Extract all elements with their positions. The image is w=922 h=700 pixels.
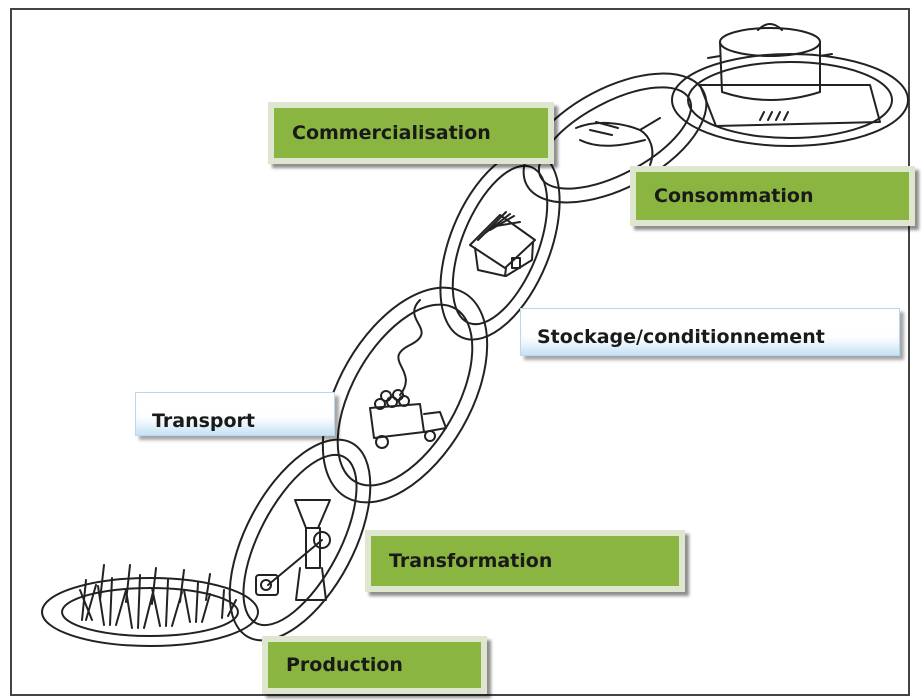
hands-exchange-icon bbox=[575, 117, 661, 166]
label-consommation: Consommation bbox=[630, 166, 915, 226]
label-stockage: Stockage/conditionnement bbox=[520, 308, 900, 356]
truck-icon bbox=[369, 299, 447, 449]
cooking-pot-icon bbox=[671, 23, 909, 147]
mill-icon bbox=[255, 499, 331, 601]
chain-link-production bbox=[228, 438, 372, 642]
label-commercialisation: Commercialisation bbox=[268, 102, 554, 164]
label-transformation: Transformation bbox=[365, 530, 685, 592]
label-transport: Transport bbox=[135, 392, 335, 436]
rice-field-icon bbox=[41, 564, 259, 647]
label-production: Production bbox=[262, 636, 487, 694]
warehouse-icon bbox=[469, 211, 536, 277]
